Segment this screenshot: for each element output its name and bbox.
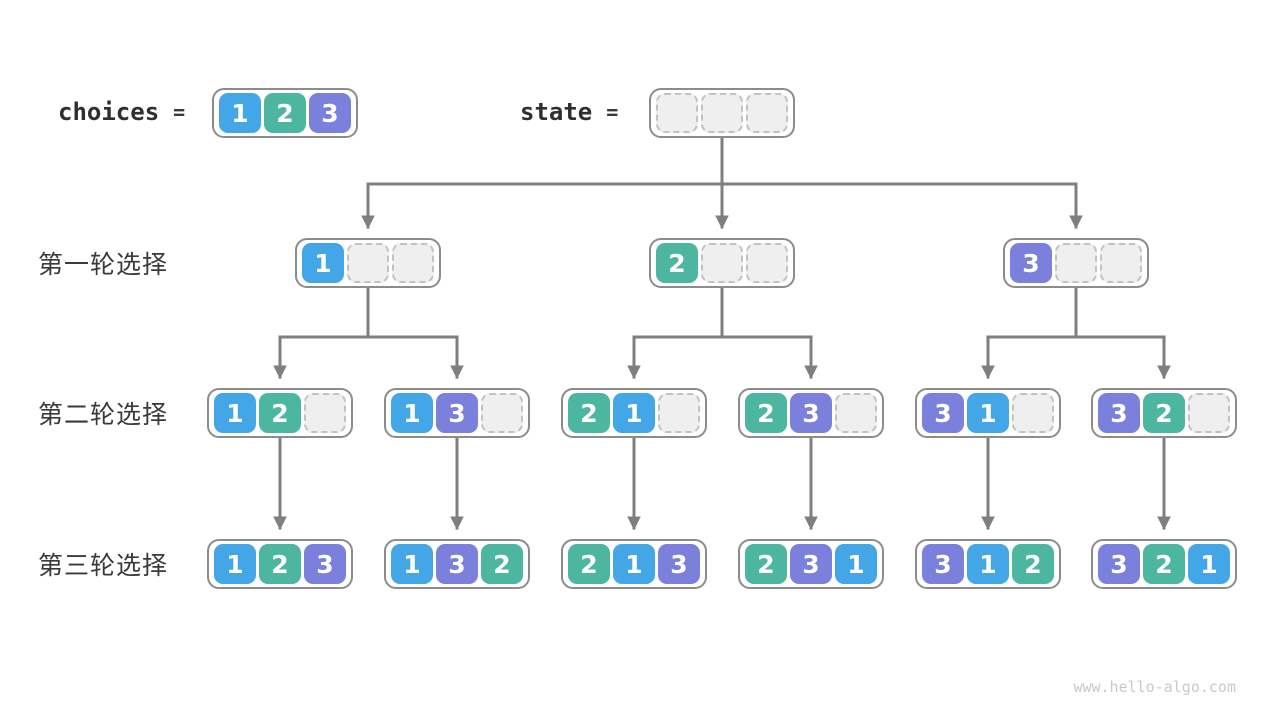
cell-value: 1 xyxy=(613,544,655,584)
cell-value: 1 xyxy=(214,393,256,433)
round-1-label: 第一轮选择 xyxy=(38,250,169,279)
round-2-label: 第二轮选择 xyxy=(38,400,169,429)
cell-empty xyxy=(746,243,788,283)
cell-empty xyxy=(1012,393,1054,433)
cell-value: 3 xyxy=(304,544,346,584)
state-equals-sign: = xyxy=(606,100,619,124)
cell-value: 3 xyxy=(790,393,832,433)
cell-value: 1 xyxy=(835,544,877,584)
choices-label-text: choices xyxy=(58,98,160,126)
cell-empty xyxy=(658,393,700,433)
cell-empty xyxy=(347,243,389,283)
state-node-round1: 1 xyxy=(295,238,441,288)
cell-value: 2 xyxy=(1143,393,1185,433)
cell-value: 2 xyxy=(1143,544,1185,584)
cell-value: 2 xyxy=(568,544,610,584)
cell-value: 1 xyxy=(214,544,256,584)
cell-empty xyxy=(1100,243,1142,283)
cell-value: 1 xyxy=(302,243,344,283)
cell-value: 2 xyxy=(745,393,787,433)
state-label: state = xyxy=(520,88,618,136)
cell-value: 3 xyxy=(658,544,700,584)
cell-value: 2 xyxy=(259,544,301,584)
cell-value: 2 xyxy=(1012,544,1054,584)
cell-value: 3 xyxy=(790,544,832,584)
cell-value: 3 xyxy=(1010,243,1052,283)
state-array xyxy=(649,88,795,138)
cell-empty xyxy=(481,393,523,433)
cell-empty xyxy=(701,243,743,283)
cell-value: 3 xyxy=(436,393,478,433)
choices-equals-sign: = xyxy=(173,100,186,124)
cell-value: 3 xyxy=(309,93,351,133)
cell-value: 1 xyxy=(967,393,1009,433)
cell-value: 3 xyxy=(1098,393,1140,433)
cell-empty xyxy=(701,93,743,133)
cell-value: 3 xyxy=(436,544,478,584)
cell-value: 2 xyxy=(259,393,301,433)
cell-empty xyxy=(1188,393,1230,433)
cell-empty xyxy=(1055,243,1097,283)
round-3-label: 第三轮选择 xyxy=(38,551,169,580)
cell-value: 1 xyxy=(219,93,261,133)
cell-value: 1 xyxy=(391,393,433,433)
cell-value: 2 xyxy=(656,243,698,283)
cell-value: 1 xyxy=(967,544,1009,584)
cell-value: 3 xyxy=(1098,544,1140,584)
cell-value: 2 xyxy=(481,544,523,584)
cell-value: 1 xyxy=(391,544,433,584)
cell-value: 2 xyxy=(568,393,610,433)
cell-value: 1 xyxy=(1188,544,1230,584)
cell-empty xyxy=(304,393,346,433)
choices-label: choices = xyxy=(58,88,185,136)
cell-empty xyxy=(656,93,698,133)
state-node-round1: 3 xyxy=(1003,238,1149,288)
cell-empty xyxy=(835,393,877,433)
cell-value: 3 xyxy=(922,393,964,433)
cell-value: 2 xyxy=(745,544,787,584)
cell-value: 3 xyxy=(922,544,964,584)
cell-empty xyxy=(746,93,788,133)
cell-value: 1 xyxy=(613,393,655,433)
watermark: www.hello-algo.com xyxy=(1073,678,1236,696)
cell-value: 2 xyxy=(264,93,306,133)
state-label-text: state xyxy=(520,98,593,126)
cell-empty xyxy=(392,243,434,283)
state-node-round1: 2 xyxy=(649,238,795,288)
